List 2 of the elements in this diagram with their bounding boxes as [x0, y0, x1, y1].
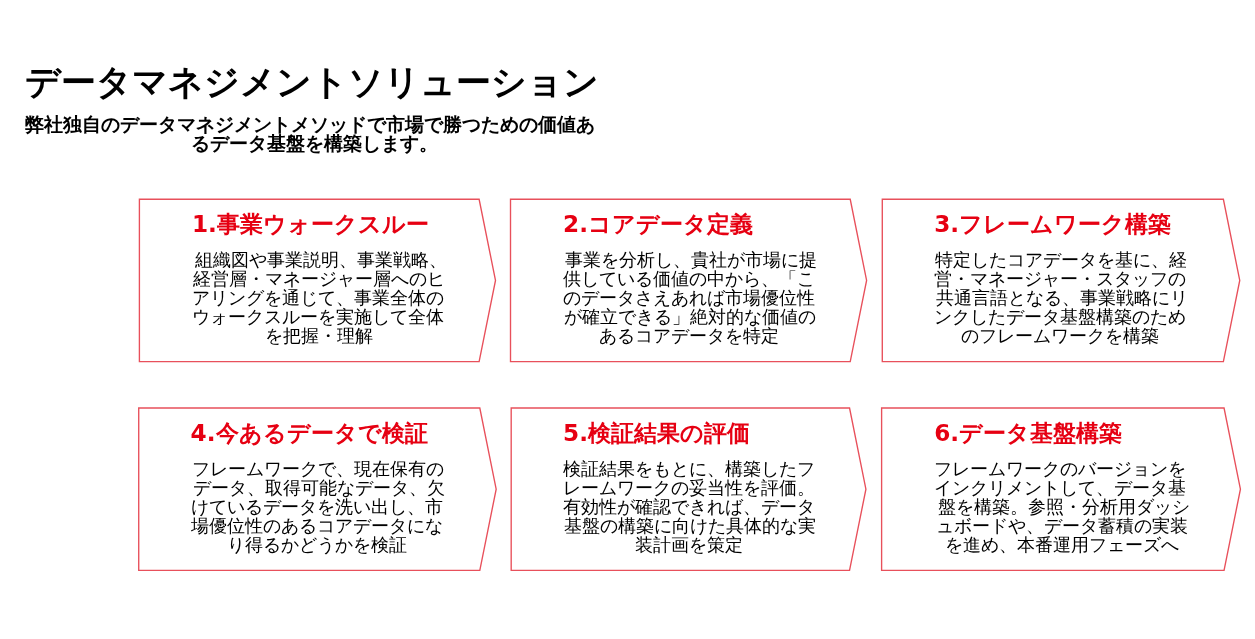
- label: 弊社独自のデータマネジメントメソッドで市場で勝つための価値あるデータ基盤を構築します。: [25, 112, 596, 155]
- diagram-title: データマネジメントソリューション: [25, 60, 600, 102]
